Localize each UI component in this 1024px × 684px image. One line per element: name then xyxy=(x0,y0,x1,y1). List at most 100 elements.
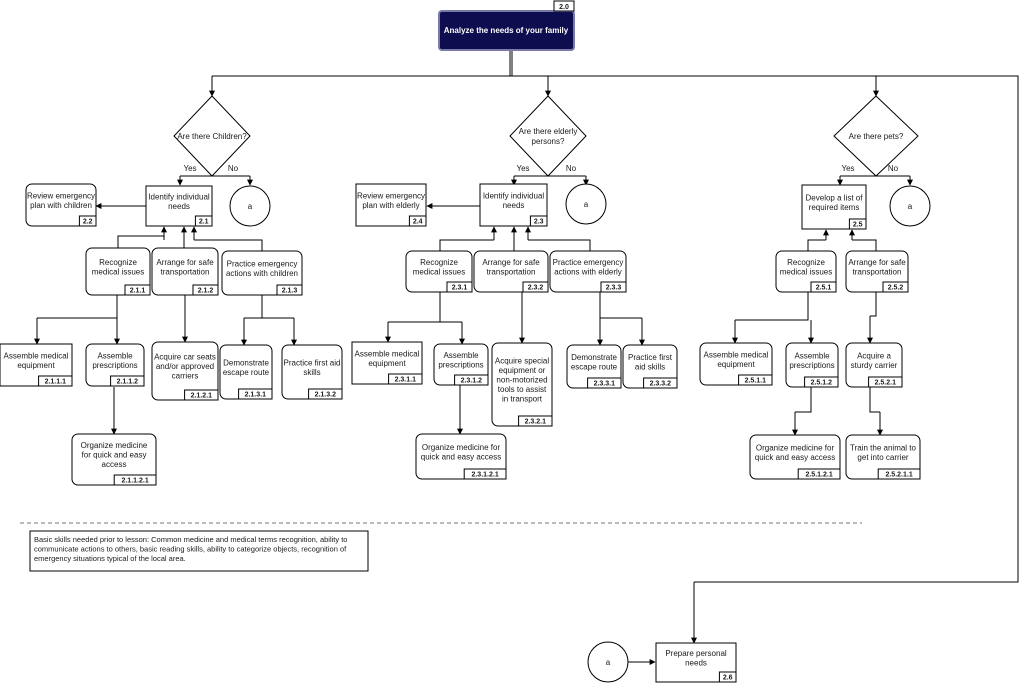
process-box-id: 2.6 xyxy=(723,675,733,682)
process-box-id: 2.1.2.1 xyxy=(191,393,213,400)
no-label: No xyxy=(566,164,577,173)
process-box-label: prescriptions xyxy=(438,360,483,369)
process-box-label: carriers xyxy=(172,372,199,381)
process-box-label: Prepare personal xyxy=(665,649,727,658)
process-box-id: 2.5.2.1 xyxy=(875,380,897,387)
note-line: Basic skills needed prior to lesson: Com… xyxy=(34,535,347,544)
no-label: No xyxy=(888,164,899,173)
process-box-label: Organize medicine for xyxy=(756,443,835,452)
process-box-id: 2.5.1.2 xyxy=(811,380,833,387)
process-box-label: Organize medicine for xyxy=(422,443,501,452)
process-box-id: 2.1.1 xyxy=(130,288,146,295)
no-label: No xyxy=(228,164,239,173)
process-box-label: required items xyxy=(809,203,860,212)
process-box-id: 2.5.1.1 xyxy=(745,378,767,385)
process-box-id: 2.5.2 xyxy=(888,285,904,292)
process-box-id: 2.5.2.1.1 xyxy=(885,472,912,479)
process-box-label: for quick and easy xyxy=(82,451,147,460)
process-box-id: 2.1.3 xyxy=(282,288,298,295)
process-box-label: equipment xyxy=(717,360,755,369)
process-box-label: and/or approved xyxy=(156,362,214,371)
note-line: emergency situations typical of the loca… xyxy=(34,554,186,563)
process-box-id: 2.3.2.1 xyxy=(525,419,547,426)
process-box-id: 2.3.1 xyxy=(452,285,468,292)
process-box-label: Assemble xyxy=(443,351,479,360)
process-box-label: Acquire car seats xyxy=(154,353,216,362)
process-box-label: Practice emergency xyxy=(553,258,624,267)
process-box-label: Review emergency xyxy=(357,191,425,200)
process-box-id: 2.1.3.2 xyxy=(315,392,337,399)
process-box-label: quick and easy access xyxy=(755,453,836,462)
process-box-label: Practice emergency xyxy=(227,259,298,268)
process-box-label: escape route xyxy=(223,368,270,377)
process-box-id: 2.3.3.1 xyxy=(594,381,616,388)
process-box-label: tools to assist xyxy=(498,385,547,394)
process-box-id: 2.2 xyxy=(83,219,93,226)
yes-label: Yes xyxy=(841,164,854,173)
process-box-id: 2.1 xyxy=(199,219,209,226)
process-box-label: Acquire special xyxy=(495,357,549,366)
process-box-label: needs xyxy=(168,202,190,211)
process-box-id: 2.3.3.2 xyxy=(650,381,672,388)
process-box-label: plan with elderly xyxy=(362,201,419,210)
process-box-label: Arrange for safe xyxy=(848,258,906,267)
process-box-label: transportation xyxy=(161,267,210,276)
connector-circle: a xyxy=(889,185,931,227)
process-box-label: Practice first aid xyxy=(284,358,341,367)
decision-label: persons? xyxy=(532,137,565,146)
decision-label: Are there pets? xyxy=(849,132,904,141)
process-box-label: Develop a list of xyxy=(806,193,864,202)
process-box-id: 2.5.1.2.1 xyxy=(805,472,832,479)
process-box-label: medical issues xyxy=(413,267,465,276)
root-node-label: Analyze the needs of your family xyxy=(444,26,569,35)
process-box-label: in transport xyxy=(502,395,543,404)
process-box-label: Practice first xyxy=(628,353,673,362)
process-box-label: Recognize xyxy=(420,258,458,267)
connector-label: a xyxy=(908,202,913,211)
process-box-label: sturdy carrier xyxy=(851,361,898,370)
process-box-label: Assemble xyxy=(97,351,133,360)
process-box-label: escape route xyxy=(571,362,618,371)
process-box-label: Demonstrate xyxy=(223,358,269,367)
process-box-id: 2.1.1.1 xyxy=(45,379,67,386)
process-box-label: needs xyxy=(503,201,525,210)
yes-label: Yes xyxy=(516,164,529,173)
process-box-id: 2.1.1.2 xyxy=(117,379,139,386)
process-box-label: Identify individual xyxy=(148,192,210,201)
process-box-label: Recognize xyxy=(787,258,825,267)
process-box-id: 2.3.1.2.1 xyxy=(471,472,498,479)
process-box-label: medical issues xyxy=(780,267,832,276)
process-box-label: Review emergency xyxy=(27,191,95,200)
process-box-label: Organize medicine xyxy=(81,441,148,450)
note-line: communicate actions to others, basic rea… xyxy=(34,545,347,554)
root-node-id: 2.0 xyxy=(559,4,569,11)
process-box-label: plan with children xyxy=(30,201,92,210)
process-box-id: 2.1.3.1 xyxy=(245,392,267,399)
process-box-label: Assemble medical xyxy=(704,350,769,359)
connector-circle: a xyxy=(587,641,629,683)
process-box-id: 2.1.1.2.1 xyxy=(121,478,148,485)
decision-label: Are there Children? xyxy=(177,132,247,141)
process-box-label: Assemble medical xyxy=(4,351,69,360)
process-box-id: 2.5 xyxy=(853,222,863,229)
prerequisite-note: Basic skills needed prior to lesson: Com… xyxy=(29,530,369,572)
connector-label: a xyxy=(248,202,253,211)
